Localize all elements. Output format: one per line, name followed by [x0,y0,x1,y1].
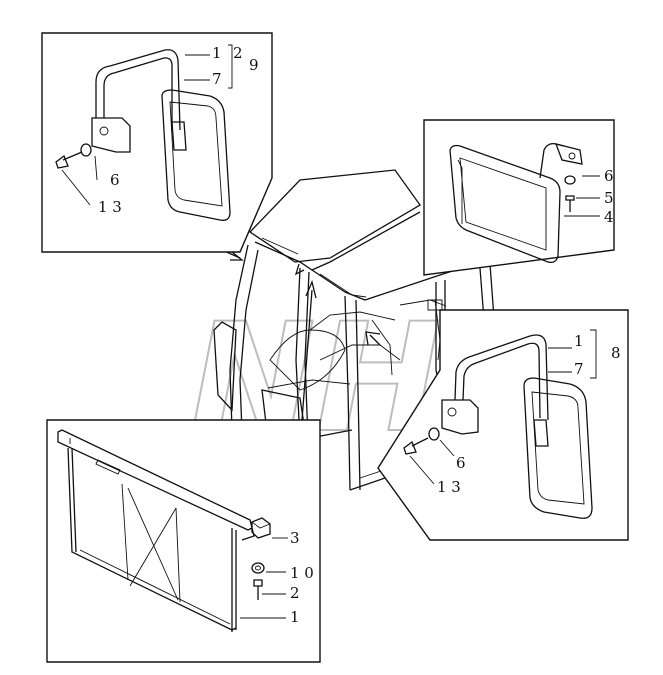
callout-7-mid-right: 7 [574,360,584,378]
callout-1-mid-right: 1 [574,332,584,350]
callout-6-mid-right: 6 [456,454,466,472]
detail-right-arm-mirror [377,309,629,541]
callout-9: 9 [249,56,259,74]
callout-5: 5 [604,189,614,207]
callout-1-top-left: 1 [212,44,222,62]
detail-sun-visor [46,419,321,663]
detail-right-mirror [423,119,615,276]
callout-10: 1 0 [290,564,314,582]
detail-left-mirror [41,32,273,253]
callout-13-top-left: 1 3 [98,198,122,216]
callout-4: 4 [604,208,614,226]
callout-6-top-right: 6 [604,167,614,185]
callout-7-top-left: 7 [212,70,222,88]
callout-8: 8 [611,344,621,362]
callout-3: 3 [290,529,300,547]
callout-13-mid-right: 1 3 [437,478,461,496]
callout-1-bottom-left: 1 [290,608,300,626]
callout-6-top-left: 6 [110,171,120,189]
callout-2-bottom-left: 2 [290,584,300,602]
callout-2-top-left: 2 [233,44,243,62]
